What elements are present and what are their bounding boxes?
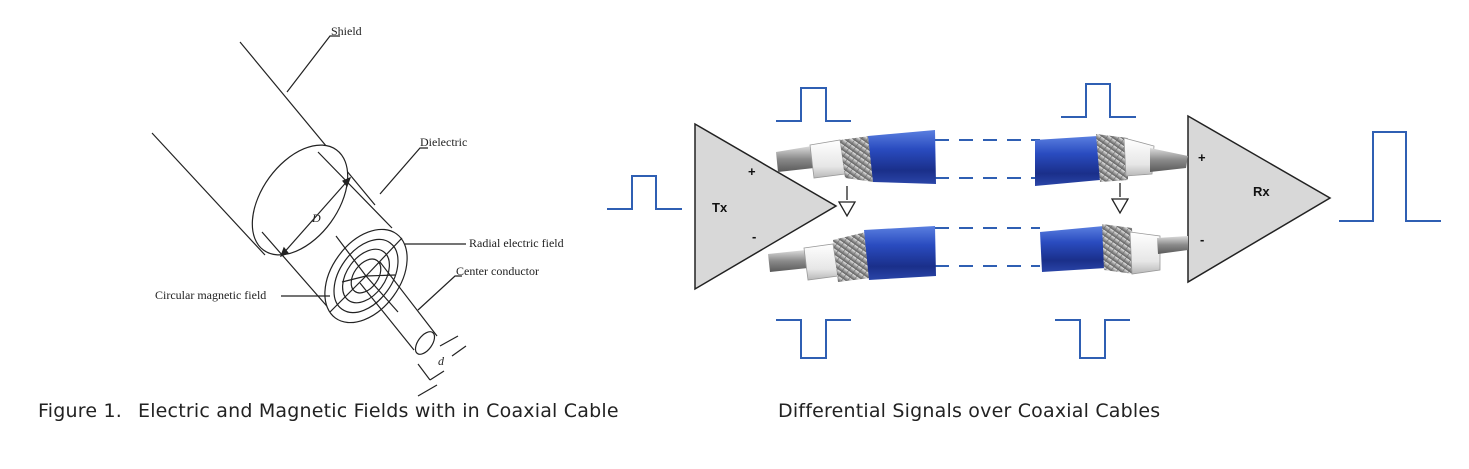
tx-minus: -	[752, 229, 756, 244]
center-conductor-rod	[359, 261, 438, 355]
label-center-conductor: Center conductor	[456, 264, 539, 278]
caption-right: Differential Signals over Coaxial Cables	[778, 396, 1160, 426]
caption-left-number: Figure 1.	[38, 400, 122, 422]
differential-diagram: Tx + - Rx + -	[607, 83, 1441, 359]
label-D: D	[311, 211, 321, 225]
shield-end	[251, 144, 349, 256]
label-magnetic-field: Circular magnetic field	[155, 288, 266, 302]
rx-label: Rx	[1253, 184, 1270, 199]
cable-dashed-links	[935, 139, 1040, 267]
cable-rx-positive	[1035, 134, 1188, 186]
rx-plus: +	[1198, 150, 1206, 165]
dielectric-end-face	[324, 228, 408, 324]
output-pulse	[1339, 131, 1441, 222]
cable-tx-positive	[776, 130, 936, 184]
pulse-positive-rx	[1061, 83, 1136, 118]
tx-amplifier	[694, 122, 838, 291]
shield-edge-top	[239, 41, 376, 206]
diameter-d-markers	[417, 335, 467, 397]
dielectric-leader	[379, 147, 428, 195]
cable-tx-negative	[768, 226, 936, 282]
tx-label: Tx	[712, 200, 728, 215]
coax-cable-illustration	[151, 35, 467, 397]
pulse-positive-tx	[776, 87, 851, 122]
pulse-negative-tx	[776, 319, 851, 359]
caption-left: Figure 1. Electric and Magnetic Fields wi…	[38, 396, 619, 426]
shield-leader	[286, 35, 340, 93]
label-d: d	[438, 354, 445, 368]
dielectric-body	[261, 151, 393, 313]
cable-rx-negative	[1040, 224, 1188, 275]
tx-plus: +	[748, 164, 756, 179]
ground-symbol-rx	[1110, 183, 1130, 215]
label-dielectric: Dielectric	[420, 135, 467, 149]
conductor-leader	[417, 275, 462, 311]
input-pulse	[607, 175, 682, 210]
rx-minus: -	[1200, 232, 1204, 247]
pulse-negative-rx	[1055, 319, 1130, 359]
shield-edge-bottom	[151, 132, 266, 256]
diameter-D-arrow	[280, 177, 351, 257]
rx-amplifier	[1187, 114, 1332, 284]
caption-right-text: Differential Signals over Coaxial Cables	[778, 400, 1161, 422]
label-radial-field: Radial electric field	[469, 236, 564, 250]
ground-symbol-tx	[837, 186, 857, 218]
label-shield: Shield	[331, 24, 362, 38]
caption-left-text: Electric and Magnetic Fields with in Coa…	[137, 400, 619, 422]
